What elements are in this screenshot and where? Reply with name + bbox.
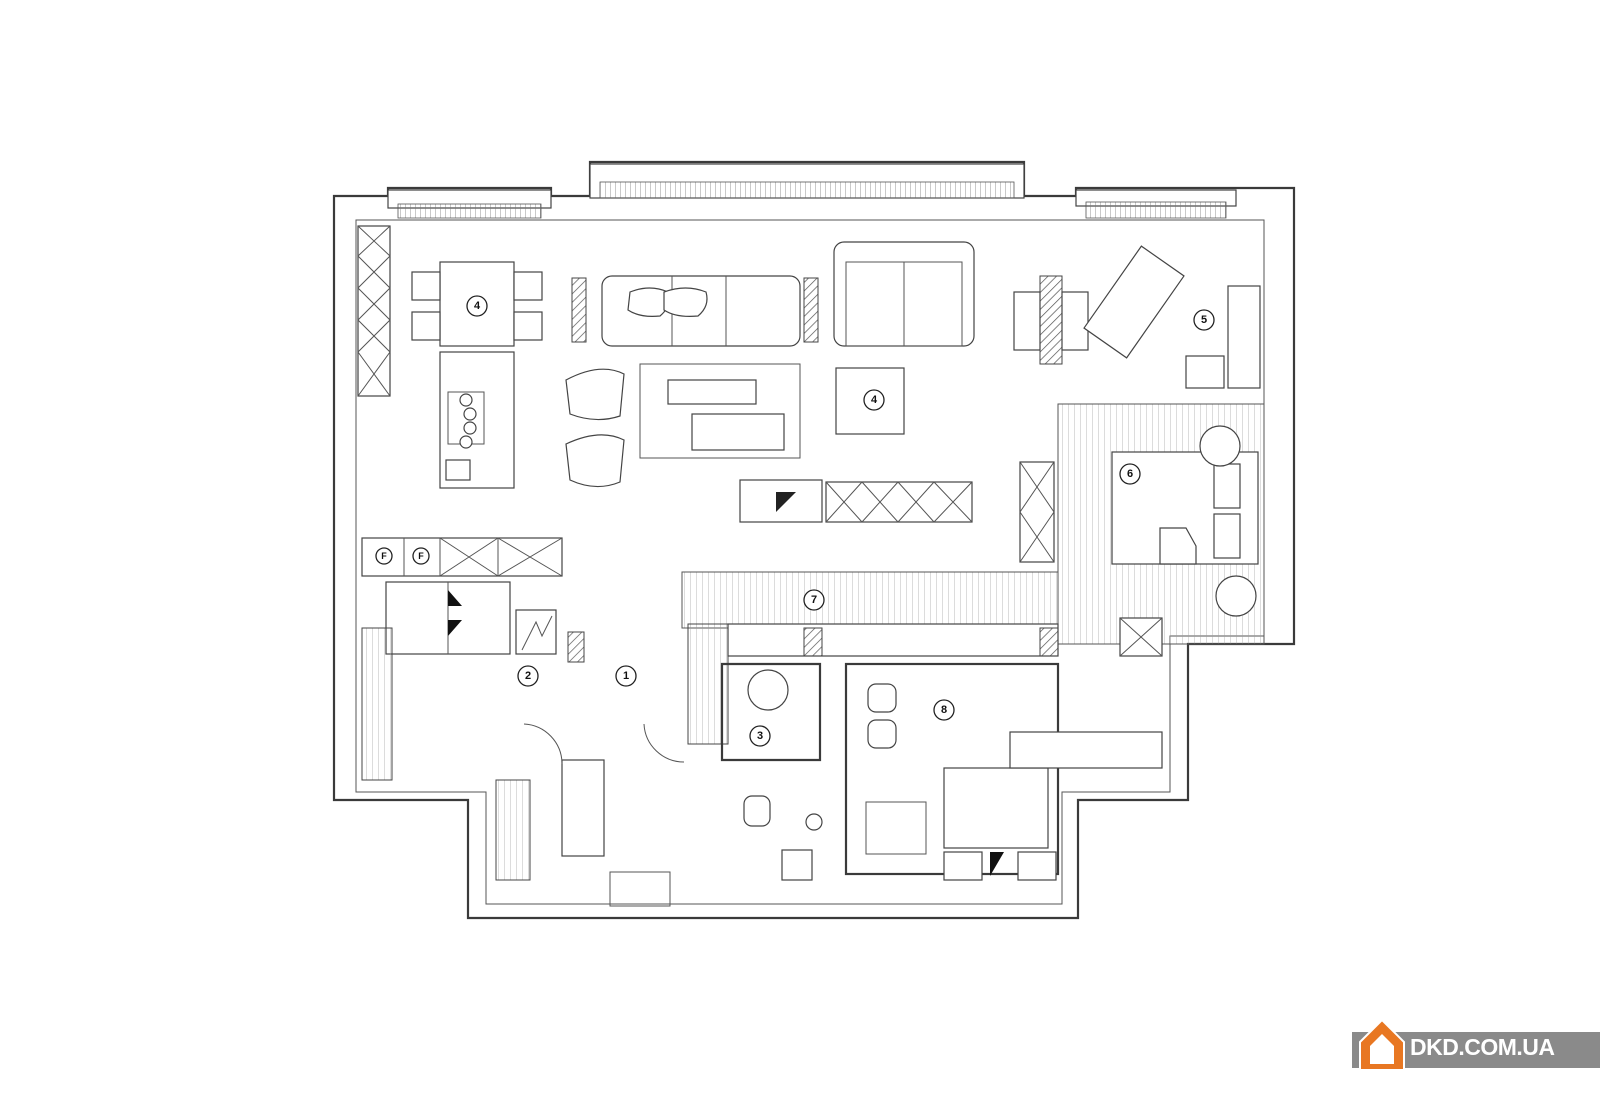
armchair — [565, 368, 625, 421]
svg-text:F: F — [381, 551, 387, 561]
wardrobe-corridor — [681, 571, 1059, 629]
lounge-chair — [1061, 291, 1089, 351]
bathtub — [943, 767, 1049, 849]
toilet — [743, 795, 771, 827]
room-label-4-dining: 4 — [466, 295, 488, 317]
room-label-8: 8 — [933, 699, 955, 721]
cooktop-burner — [459, 435, 473, 449]
side-table — [571, 277, 587, 343]
room-label-7: 7 — [803, 589, 825, 611]
chaise-lounge — [1083, 245, 1185, 359]
shower — [865, 801, 927, 855]
room-label-6: 6 — [1119, 463, 1141, 485]
svg-text:4: 4 — [871, 394, 878, 406]
lounge-chair — [1013, 291, 1041, 351]
radiator-right — [1085, 201, 1227, 219]
washbasin — [747, 669, 789, 711]
svg-text:4: 4 — [474, 300, 481, 312]
appliance-label-f: F — [375, 547, 393, 565]
dining-chair — [411, 271, 441, 301]
kitchen-counter — [361, 537, 563, 577]
tall-cabinet — [357, 225, 391, 397]
cooktop-burner — [463, 421, 477, 435]
room-label-3: 3 — [749, 725, 771, 747]
cooktop-burner — [459, 393, 473, 407]
watermark-text: DKD.COM.UA — [1410, 1034, 1555, 1060]
dresser — [1019, 461, 1055, 563]
coffee-table — [691, 413, 785, 451]
shoe-cabinet — [495, 779, 531, 881]
svg-text:F: F — [418, 551, 424, 561]
entry-storage — [361, 627, 393, 781]
kitchen-sink — [445, 459, 471, 481]
svg-text:1: 1 — [623, 670, 629, 682]
rug — [639, 363, 801, 459]
room-label-1: 1 — [615, 665, 637, 687]
radiator-main — [599, 181, 1015, 199]
dining-chair — [513, 311, 543, 341]
cushion — [663, 287, 708, 317]
appliance-label-f: F — [412, 547, 430, 565]
fireplace-unit — [739, 479, 823, 523]
pillow — [1213, 463, 1241, 509]
bidet — [867, 683, 897, 713]
wardrobe — [727, 623, 1059, 657]
armchair — [1185, 355, 1225, 389]
vanity — [1009, 731, 1163, 769]
room-label-4-living: 4 — [863, 389, 885, 411]
nightstand — [1199, 425, 1241, 467]
toilet — [867, 719, 897, 749]
room-label-2: 2 — [517, 665, 539, 687]
side-table — [1039, 275, 1063, 365]
cooktop-burner — [463, 407, 477, 421]
side-table — [803, 277, 819, 343]
dining-chair — [411, 311, 441, 341]
shelf — [1227, 285, 1261, 389]
room-label-5: 5 — [1193, 309, 1215, 331]
radiator-left — [397, 203, 542, 219]
armchair — [565, 434, 625, 488]
svg-text:3: 3 — [757, 730, 763, 742]
pillow — [1213, 513, 1241, 559]
coffee-table — [667, 379, 757, 405]
house-icon — [1359, 1018, 1405, 1071]
nightstand — [1215, 575, 1257, 617]
watermark: DKD.COM.UA — [1352, 1016, 1600, 1074]
entry-door — [609, 871, 671, 907]
cushion — [627, 287, 670, 317]
dining-chair — [513, 271, 543, 301]
svg-text:2: 2 — [525, 670, 531, 682]
svg-text:7: 7 — [811, 594, 817, 606]
chimney-symbol — [776, 492, 796, 512]
bench — [561, 759, 605, 857]
svg-text:6: 6 — [1127, 468, 1133, 480]
svg-text:5: 5 — [1201, 314, 1207, 326]
svg-text:8: 8 — [941, 704, 947, 716]
tv-console — [825, 481, 973, 523]
